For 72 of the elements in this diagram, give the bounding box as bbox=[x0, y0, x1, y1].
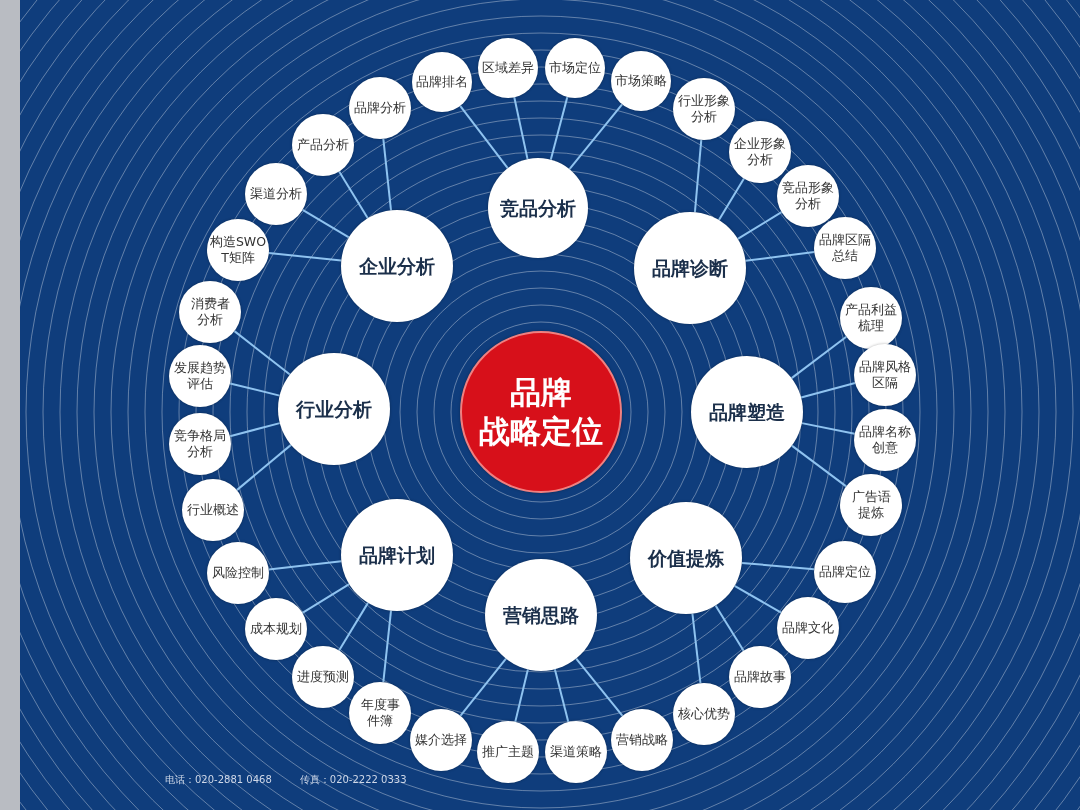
connector-line bbox=[382, 137, 392, 212]
connector-line bbox=[800, 422, 856, 435]
circle-label: 市场定位 bbox=[548, 59, 602, 77]
circle-label: 竞品形象分析 bbox=[781, 179, 835, 213]
circle-label: 品牌故事 bbox=[733, 668, 787, 686]
connector-line bbox=[549, 96, 569, 161]
connector-line bbox=[790, 444, 848, 488]
circle-label: 品牌名称创意 bbox=[858, 423, 912, 457]
circle-label: 品牌排名 bbox=[415, 73, 469, 91]
connector-line bbox=[736, 211, 783, 240]
circle-label: 年度事件簿 bbox=[359, 696, 401, 730]
connector-line bbox=[553, 668, 570, 723]
connector-line bbox=[301, 208, 350, 239]
circle-label: 营销战略 bbox=[615, 731, 669, 749]
footer-text: 电话：020-2881 0468 bbox=[165, 773, 272, 787]
circle-label: 品牌诊断 bbox=[651, 255, 729, 281]
connector-line bbox=[233, 330, 291, 376]
connector-line bbox=[459, 104, 509, 170]
connector-line bbox=[459, 657, 507, 717]
connector-line bbox=[691, 612, 702, 685]
circle-label: 行业分析 bbox=[294, 396, 373, 422]
circle-label: 竞品分析 bbox=[499, 195, 577, 221]
circle-label: 进度预测 bbox=[296, 668, 350, 686]
circle-label: 产品利益梳理 bbox=[844, 301, 898, 335]
circle-label: 行业形象分析 bbox=[677, 92, 731, 126]
circle-label: 风险控制 bbox=[211, 564, 265, 582]
circle-label: 价值提炼 bbox=[646, 545, 725, 571]
circle-label: 战略定位 bbox=[478, 412, 604, 451]
connector-line bbox=[714, 604, 745, 652]
circle-label: 竞争格局分析 bbox=[173, 427, 227, 461]
circle-label: 品牌定位 bbox=[818, 563, 872, 581]
circle-label: 构造SWOT矩阵 bbox=[209, 233, 267, 267]
connector-line bbox=[382, 609, 392, 684]
connector-line bbox=[575, 657, 624, 717]
circle-label: 消费者分析 bbox=[189, 295, 231, 329]
connector-line bbox=[229, 382, 281, 397]
connector-line bbox=[338, 601, 369, 652]
connector-line bbox=[733, 584, 783, 614]
circle-label: 广告语提炼 bbox=[850, 488, 892, 522]
circle-label: 产品分析 bbox=[296, 136, 350, 154]
footer-text: 传真：020-2222 0333 bbox=[299, 773, 407, 787]
circle-label: 品牌塑造 bbox=[708, 399, 786, 425]
circle-label: 品牌分析 bbox=[353, 99, 407, 117]
circle-label: 媒介选择 bbox=[414, 731, 468, 749]
circle-label: 企业分析 bbox=[358, 253, 436, 279]
circle-label: 品牌风格区隔 bbox=[858, 358, 912, 392]
circle-label: 品牌文化 bbox=[781, 619, 835, 637]
circle-label: 渠道分析 bbox=[249, 185, 303, 203]
circle-label: 成本规划 bbox=[249, 620, 303, 638]
connector-line bbox=[338, 170, 369, 220]
connector-line bbox=[790, 335, 848, 380]
connector-line bbox=[693, 138, 703, 214]
circle-label: 推广主题 bbox=[481, 743, 535, 761]
connector-line bbox=[514, 668, 529, 723]
connector-line bbox=[568, 103, 624, 171]
circle-label: 品牌区隔总结 bbox=[818, 231, 872, 265]
circle-label: 企业形象分析 bbox=[733, 135, 787, 169]
connector-line bbox=[229, 422, 281, 438]
circle-label: 品牌计划 bbox=[358, 542, 436, 568]
connector-line bbox=[301, 583, 351, 614]
circle-label: 市场策略 bbox=[614, 72, 668, 90]
connector-line bbox=[513, 96, 529, 161]
circle-label: 营销思路 bbox=[502, 602, 580, 628]
circle-label: 核心优势 bbox=[677, 705, 731, 723]
connector-line bbox=[744, 250, 816, 262]
circle-label: 行业概述 bbox=[186, 501, 240, 519]
circle-label: 渠道策略 bbox=[549, 743, 603, 761]
circle-label: 区域差异 bbox=[481, 59, 535, 77]
circle-label: 品牌 bbox=[509, 373, 573, 412]
connector-line bbox=[235, 443, 292, 492]
circle-label: 发展趋势评估 bbox=[173, 359, 227, 393]
connector-line bbox=[717, 177, 745, 222]
